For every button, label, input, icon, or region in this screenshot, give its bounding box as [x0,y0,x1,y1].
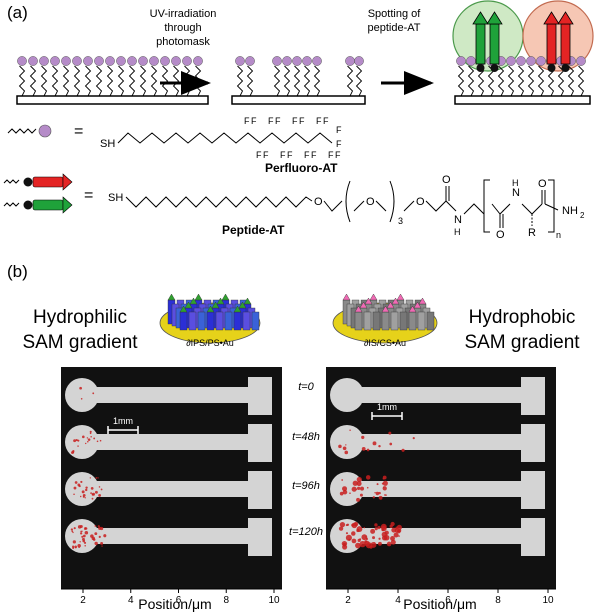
svg-text:F: F [311,150,317,160]
svg-text:F: F [268,116,274,126]
panel-b-figure: ∂IPS/PS•Au ∂IS/CS•Au t=0 t=48h t=96h t=120h… [61,293,556,612]
svg-text:O: O [416,196,425,208]
x-tick-label: 8 [495,595,501,606]
panel-a-label: (a) [7,3,28,22]
peptide-equals: = [84,187,93,204]
svg-text:F: F [275,116,281,126]
hydrophilic-schematic-label: ∂IPS/PS•Au [186,338,234,348]
left-axis-label: Position/μm [138,596,211,612]
svg-text:photomask: photomask [156,36,210,48]
svg-text:O: O [496,229,505,241]
time-label: t=120h [289,526,323,538]
left-scale-bar: 1mm [107,416,139,434]
x-tick-label: 2 [345,595,351,606]
right-x-axis: 2 4 6 8 10 [326,588,556,606]
svg-text:O: O [442,174,451,186]
spotting-text: Spotting of peptide-AT [368,8,422,34]
sam-with-peptides [452,0,594,105]
time-label: t=96h [292,480,320,492]
time-label: t=0 [298,381,314,393]
svg-text:N: N [512,187,520,199]
svg-text:F: F [287,150,293,160]
panel-b-label: (b) [7,262,28,281]
perfluoro-legend-icon [7,124,52,138]
hydrophobic-schematic-label: ∂IS/CS•Au [364,338,406,348]
svg-text:SH: SH [100,138,115,150]
svg-text:UV-irradiation: UV-irradiation [150,8,217,20]
left-x-axis: 2 4 6 8 10 [61,588,282,606]
hydrophilic-schematic: ∂IPS/PS•Au [159,293,261,348]
svg-text:F: F [263,150,269,160]
svg-text:H: H [512,178,519,188]
peptide-at-structure: SH O O 3 O O N H O N H R n O [108,174,585,241]
x-tick-label: 8 [223,595,229,606]
svg-text:H: H [454,227,461,237]
hydrophilic-micrograph [61,367,282,589]
hydrophobic-micrograph [326,367,556,589]
sam-full-monolayer [16,56,209,105]
svg-text:O: O [366,196,375,208]
right-scale-bar: 1mm [371,402,403,420]
uv-irradiation-text: UV-irradiation through photomask [150,8,217,48]
svg-text:F: F [316,116,322,126]
svg-text:3: 3 [398,216,403,226]
svg-text:F: F [336,139,342,149]
red-halo [522,0,594,72]
hydrophilic-title: Hydrophilic SAM gradient [22,307,138,353]
svg-text:N: N [454,214,462,226]
svg-text:Spotting of: Spotting of [368,8,422,20]
perfluoro-name: Perfluoro-AT [265,161,338,175]
hydrophobic-schematic: ∂IS/CS•Au [332,293,438,348]
time-label: t=48h [292,431,320,443]
svg-text:1mm: 1mm [377,402,397,412]
svg-text:O: O [538,178,547,190]
svg-text:F: F [336,125,342,135]
x-tick-label: 6 [445,595,451,606]
red-peptides [543,11,574,72]
svg-text:2: 2 [580,211,585,220]
svg-text:1mm: 1mm [113,416,133,426]
x-tick-label: 4 [395,595,401,606]
svg-text:O: O [314,196,323,208]
svg-text:F: F [304,150,310,160]
x-tick-label: 6 [176,595,182,606]
hydrophobic-title: Hydrophobic SAM gradient [464,307,580,353]
perfluoro-equals: = [74,123,83,140]
x-tick-label: 2 [80,595,86,606]
peptide-legend-icon [3,173,73,214]
svg-text:R: R [528,227,536,239]
svg-text:F: F [292,116,298,126]
svg-text:NH: NH [562,205,578,217]
sam-patterned [231,56,366,105]
svg-text:F: F [323,116,329,126]
svg-text:F: F [244,116,250,126]
svg-text:F: F [299,116,305,126]
x-tick-label: 10 [542,595,554,606]
peptide-name: Peptide-AT [222,223,285,237]
x-tick-label: 10 [268,595,280,606]
green-peptides [472,11,503,72]
svg-text:SH: SH [108,192,123,204]
svg-text:peptide-AT: peptide-AT [368,22,421,34]
svg-text:F: F [335,150,341,160]
right-axis-label: Position/μm [403,596,476,612]
x-tick-label: 4 [128,595,134,606]
svg-text:through: through [164,22,201,34]
svg-text:F: F [251,116,257,126]
panel-a-diagram: UV-irradiation through photomask Spottin… [3,0,594,241]
svg-text:n: n [556,230,561,240]
svg-text:F: F [256,150,262,160]
svg-text:F: F [328,150,334,160]
svg-text:F: F [280,150,286,160]
